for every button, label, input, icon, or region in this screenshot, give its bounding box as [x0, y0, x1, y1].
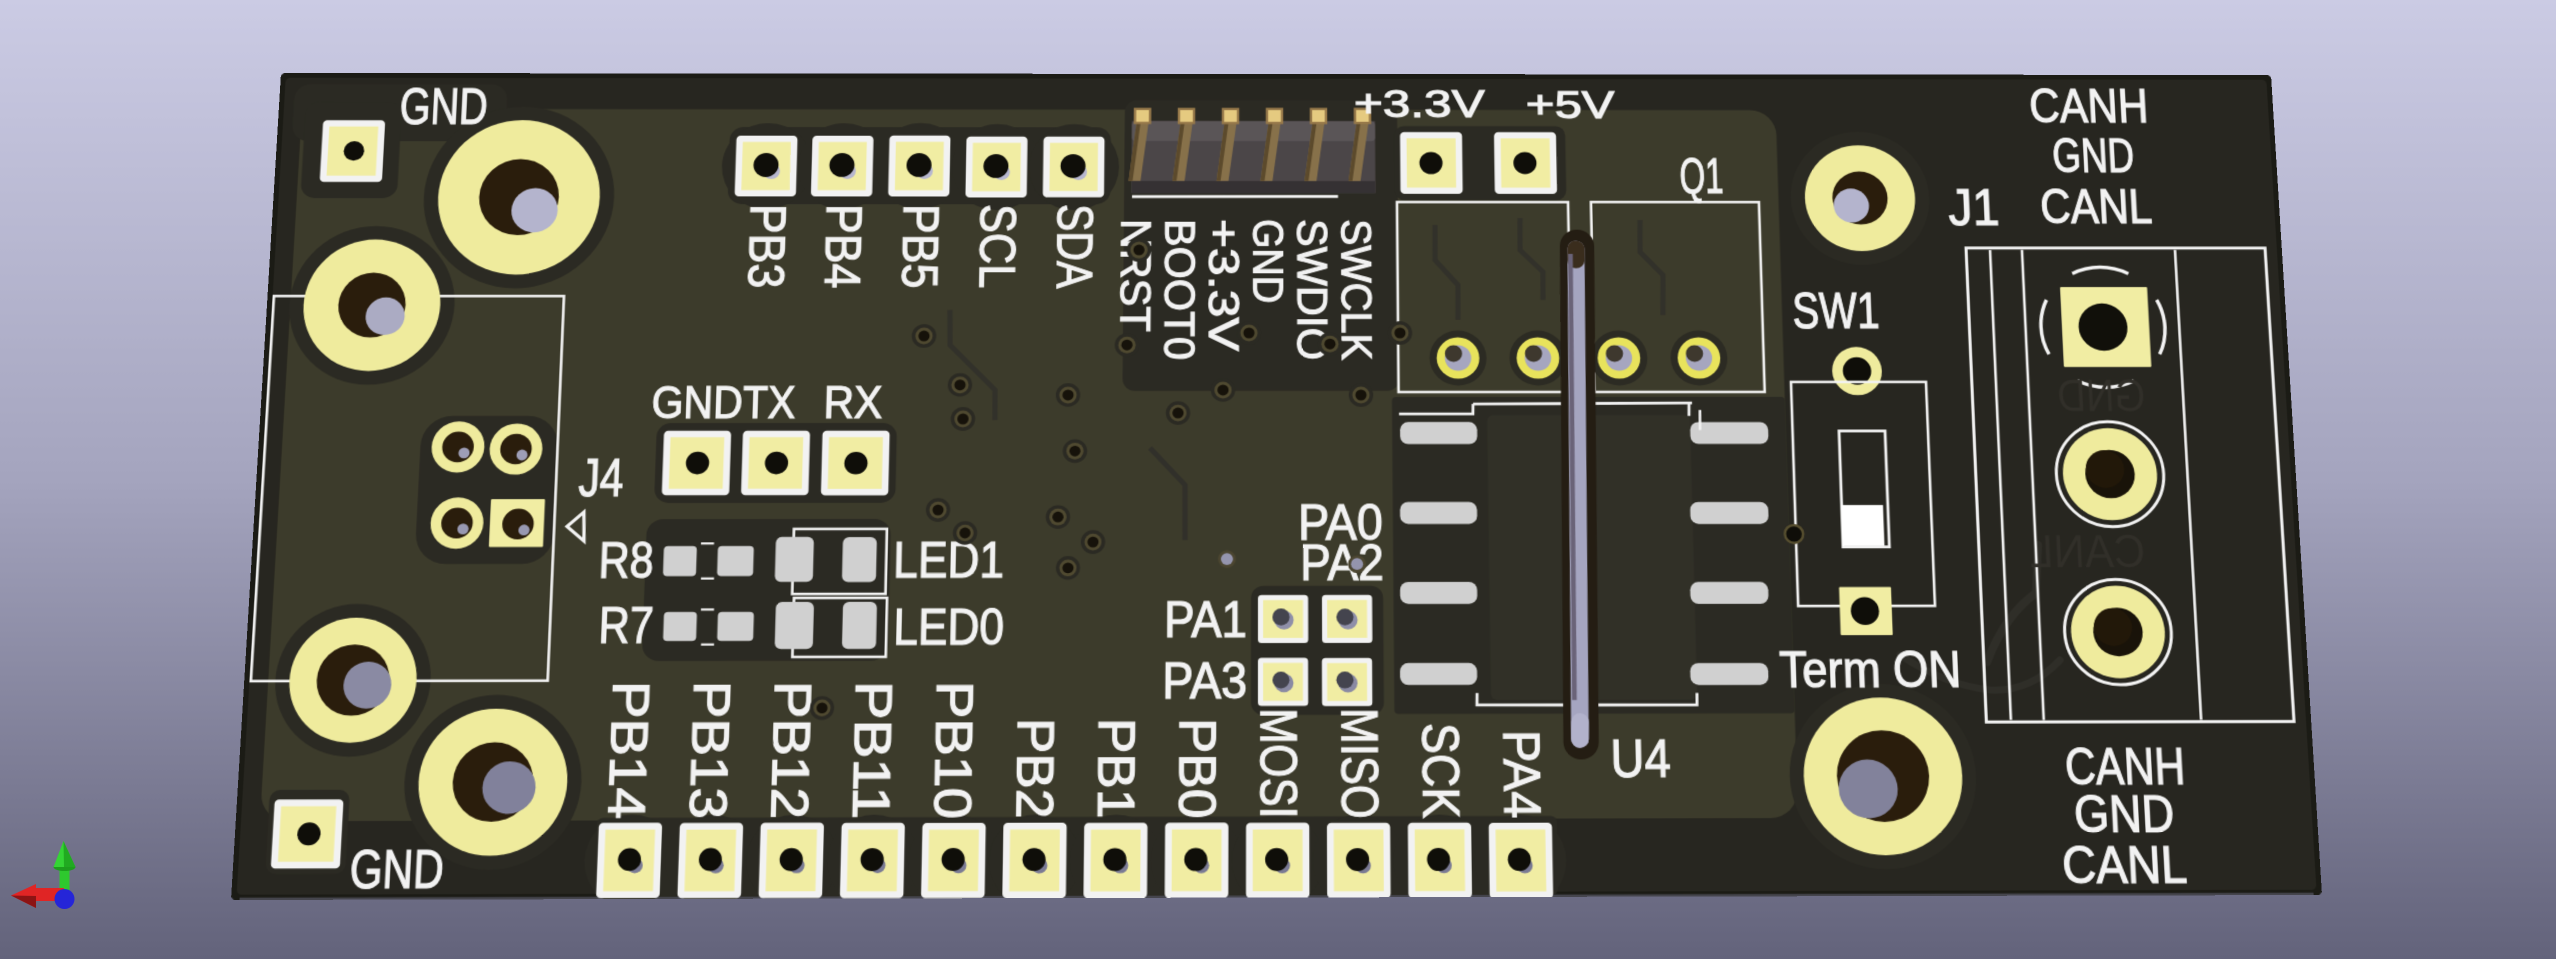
- svg-text:CANL: CANL: [2061, 837, 2189, 895]
- svg-text:PB13: PB13: [678, 681, 740, 819]
- svg-text:GND: GND: [2073, 786, 2176, 843]
- svg-text:BOOT0: BOOT0: [1155, 219, 1203, 360]
- svg-text:GND: GND: [398, 79, 489, 136]
- svg-text:LED0: LED0: [893, 600, 1005, 656]
- svg-text:CANL: CANL: [2039, 181, 2154, 234]
- svg-text:GND: GND: [1244, 219, 1292, 303]
- svg-text:Q1: Q1: [1679, 148, 1724, 204]
- svg-text:PB11: PB11: [841, 681, 902, 819]
- svg-text:PB12: PB12: [759, 681, 820, 819]
- svg-text:CANL: CANL: [2028, 525, 2147, 577]
- svg-text:SDA: SDA: [1046, 204, 1103, 289]
- svg-text:GND: GND: [348, 839, 445, 900]
- svg-text:GND: GND: [2051, 130, 2136, 183]
- svg-text:PB1: PB1: [1086, 718, 1144, 819]
- svg-text:PA2: PA2: [1300, 536, 1384, 592]
- svg-text:SWCLK: SWCLK: [1332, 219, 1380, 361]
- svg-text:PB5: PB5: [891, 204, 949, 288]
- svg-text:PB0: PB0: [1168, 718, 1226, 819]
- svg-text:GNDTX: GNDTX: [651, 377, 796, 429]
- svg-text:+3.3V: +3.3V: [1200, 219, 1248, 352]
- svg-text:Term ON: Term ON: [1779, 642, 1963, 698]
- svg-text:SCL: SCL: [968, 204, 1025, 288]
- svg-text:R7: R7: [598, 598, 655, 654]
- svg-text:PA0: PA0: [1298, 496, 1383, 551]
- svg-text:PB3: PB3: [737, 204, 795, 288]
- svg-text:PA1: PA1: [1164, 592, 1247, 648]
- svg-text:SWDIO: SWDIO: [1288, 219, 1336, 360]
- svg-text:PB14: PB14: [596, 681, 659, 819]
- svg-text:GND: GND: [2056, 370, 2147, 421]
- svg-text:+3.3V: +3.3V: [1354, 82, 1485, 126]
- svg-text:U4: U4: [1610, 729, 1671, 789]
- svg-text:CANH: CANH: [2064, 739, 2187, 796]
- svg-text:PB2: PB2: [1005, 718, 1064, 819]
- svg-text:MISO: MISO: [1330, 708, 1388, 819]
- svg-text:PB10: PB10: [923, 681, 983, 819]
- svg-text:LED1: LED1: [893, 534, 1005, 590]
- svg-text:NRST: NRST: [1111, 219, 1159, 332]
- svg-text:PA3: PA3: [1162, 653, 1247, 709]
- svg-text:J4: J4: [577, 449, 624, 508]
- svg-text:+5V: +5V: [1525, 83, 1615, 127]
- svg-text:R8: R8: [598, 534, 655, 590]
- svg-text:RX: RX: [823, 377, 883, 429]
- svg-text:CANH: CANH: [2028, 80, 2149, 132]
- svg-text:J1: J1: [1947, 180, 2000, 237]
- svg-text:MOSI: MOSI: [1249, 708, 1307, 819]
- svg-text:SW1: SW1: [1792, 282, 1881, 339]
- svg-text:PA4: PA4: [1492, 730, 1551, 819]
- svg-text:SCK: SCK: [1411, 723, 1469, 819]
- svg-text:PB4: PB4: [813, 204, 871, 288]
